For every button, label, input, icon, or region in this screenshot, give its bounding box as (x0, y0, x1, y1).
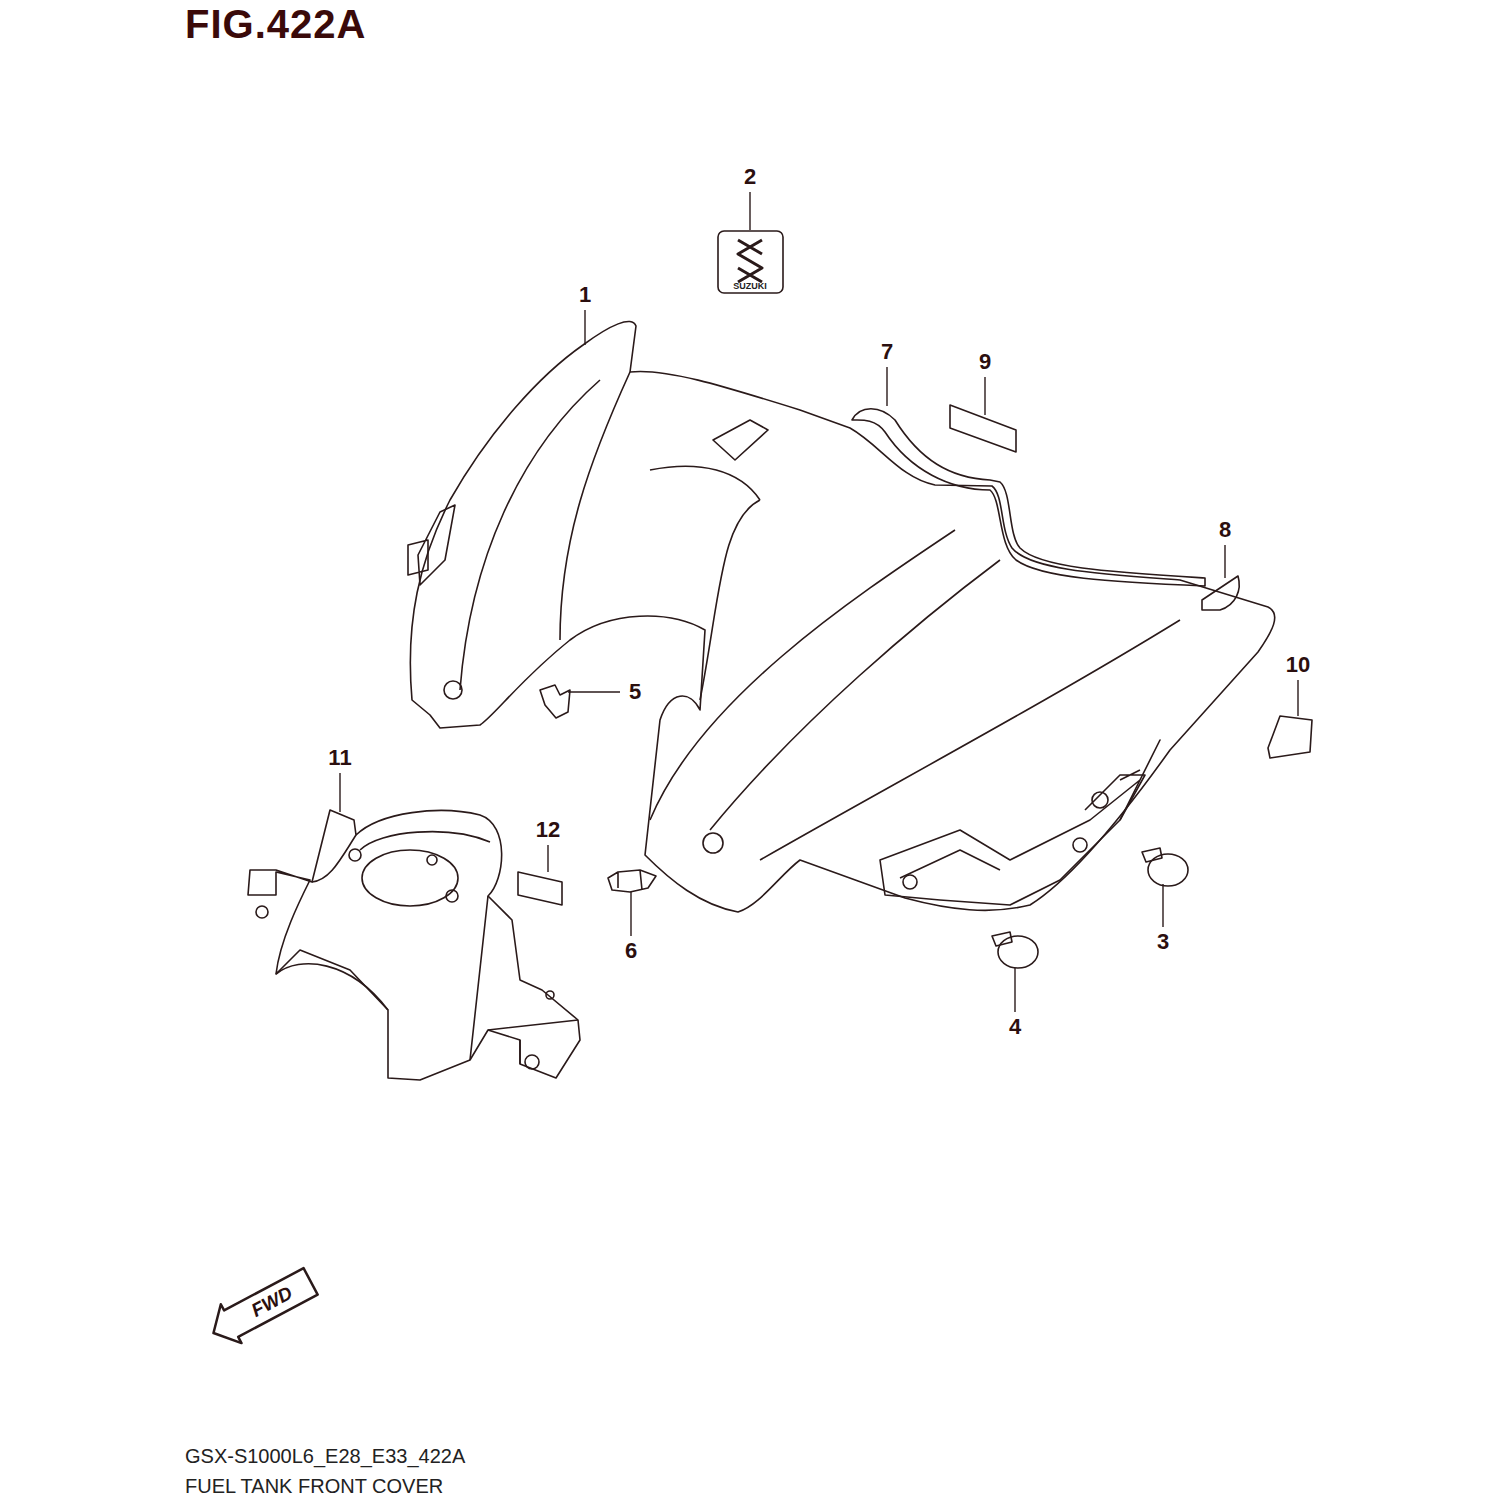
pad (1202, 576, 1239, 610)
clip (540, 685, 570, 718)
callout-number: 12 (536, 817, 560, 843)
push-rivet (608, 870, 656, 892)
callout-number: 8 (1219, 517, 1231, 543)
callout-number: 7 (881, 339, 893, 365)
edge-strip (852, 409, 1205, 586)
callout-number: 10 (1286, 652, 1310, 678)
callout-number: 11 (328, 745, 351, 771)
callout-number: 2 (744, 164, 756, 190)
screw (1142, 848, 1188, 886)
figure-caption: FUEL TANK FRONT COVER (185, 1475, 443, 1498)
emblem-text: SUZUKI (733, 281, 767, 291)
pad (518, 872, 562, 905)
callout-number: 3 (1157, 929, 1169, 955)
callout-number: 1 (579, 282, 591, 308)
callout-number: 5 (629, 679, 641, 705)
fuel-tank-front-cover (408, 321, 1275, 912)
leader-lines (340, 192, 1298, 1012)
pad (950, 405, 1016, 452)
callout-number: 9 (979, 349, 991, 375)
callout-number: 4 (1009, 1014, 1021, 1040)
pad (1268, 716, 1312, 758)
forward-arrow (203, 1262, 321, 1352)
figure-title: FIG.422A (185, 2, 366, 47)
suzuki-emblem (718, 231, 783, 293)
figure-code: GSX-S1000L6_E28_E33_422A (185, 1445, 465, 1468)
cover-bracket (248, 810, 580, 1080)
screw (992, 932, 1038, 968)
callout-number: 6 (625, 938, 637, 964)
